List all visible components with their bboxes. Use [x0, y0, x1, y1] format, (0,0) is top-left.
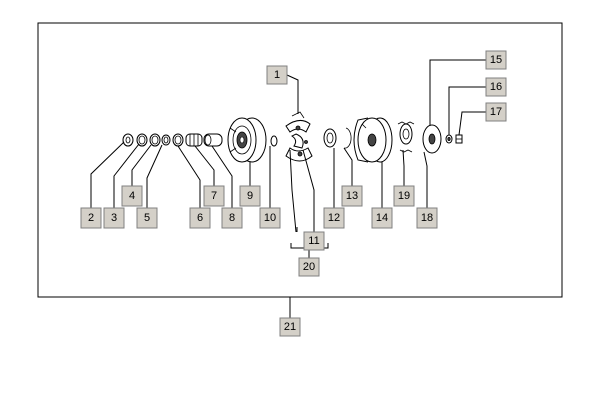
callout-8: 8: [221, 207, 243, 229]
svg-text:3: 3: [111, 212, 117, 224]
svg-text:21: 21: [284, 321, 296, 333]
sleeve-8: [203, 133, 223, 147]
svg-text:19: 19: [398, 190, 410, 202]
callout-5: 5: [136, 207, 158, 229]
callout-18: 18: [416, 207, 438, 229]
svg-text:15: 15: [490, 54, 502, 66]
pulley-9: [227, 117, 267, 163]
callout-17: 17: [485, 102, 507, 122]
svg-text:11: 11: [308, 235, 319, 247]
callout-12: 12: [323, 207, 345, 229]
callout-9: 9: [239, 185, 261, 207]
svg-text:10: 10: [264, 212, 276, 224]
svg-text:17: 17: [490, 106, 502, 118]
callout-7: 7: [203, 185, 225, 207]
callout-6: 6: [189, 207, 211, 229]
spring-set-19: [397, 121, 415, 153]
svg-text:18: 18: [421, 212, 433, 224]
parts-drawing: [122, 111, 463, 163]
callout-3: 3: [103, 207, 125, 229]
circlip-13: [343, 127, 352, 149]
svg-text:9: 9: [247, 190, 253, 202]
washer-2: [122, 133, 134, 147]
callout-14: 14: [371, 207, 393, 229]
svg-text:1: 1: [274, 69, 280, 81]
assembly-frame: [37, 22, 563, 298]
svg-text:8: 8: [229, 212, 235, 224]
svg-text:7: 7: [211, 190, 217, 202]
callout-10: 10: [259, 207, 281, 229]
spring-12: [323, 128, 337, 148]
seal-10: [270, 135, 278, 147]
svg-text:12: 12: [328, 212, 340, 224]
svg-text:20: 20: [303, 261, 315, 273]
nut-17: [455, 134, 463, 144]
ring-5: [161, 134, 171, 146]
callout-20: 20: [298, 257, 320, 277]
ring-6: [172, 133, 184, 147]
flange-18: [422, 124, 442, 154]
clutch-bell-14: [353, 117, 393, 163]
ring-3: [136, 133, 148, 147]
washer-16: [445, 134, 453, 144]
bearing-7: [185, 133, 203, 147]
callout-13: 13: [341, 185, 363, 207]
callout-21: 21: [279, 317, 301, 337]
callout-19: 19: [393, 185, 415, 207]
callout-15: 15: [485, 50, 507, 70]
svg-text:16: 16: [490, 81, 502, 93]
callout-11: 11: [303, 231, 325, 251]
svg-text:6: 6: [197, 212, 203, 224]
svg-text:5: 5: [144, 212, 150, 224]
callout-4: 4: [121, 185, 143, 207]
svg-text:4: 4: [129, 190, 135, 202]
svg-text:2: 2: [88, 212, 94, 224]
callout-1: 1: [266, 65, 288, 85]
svg-text:14: 14: [376, 212, 388, 224]
svg-text:13: 13: [346, 190, 358, 202]
leader-lines: [90, 59, 486, 318]
callout-16: 16: [485, 77, 507, 97]
ring-4: [149, 133, 161, 147]
callout-2: 2: [80, 207, 102, 229]
